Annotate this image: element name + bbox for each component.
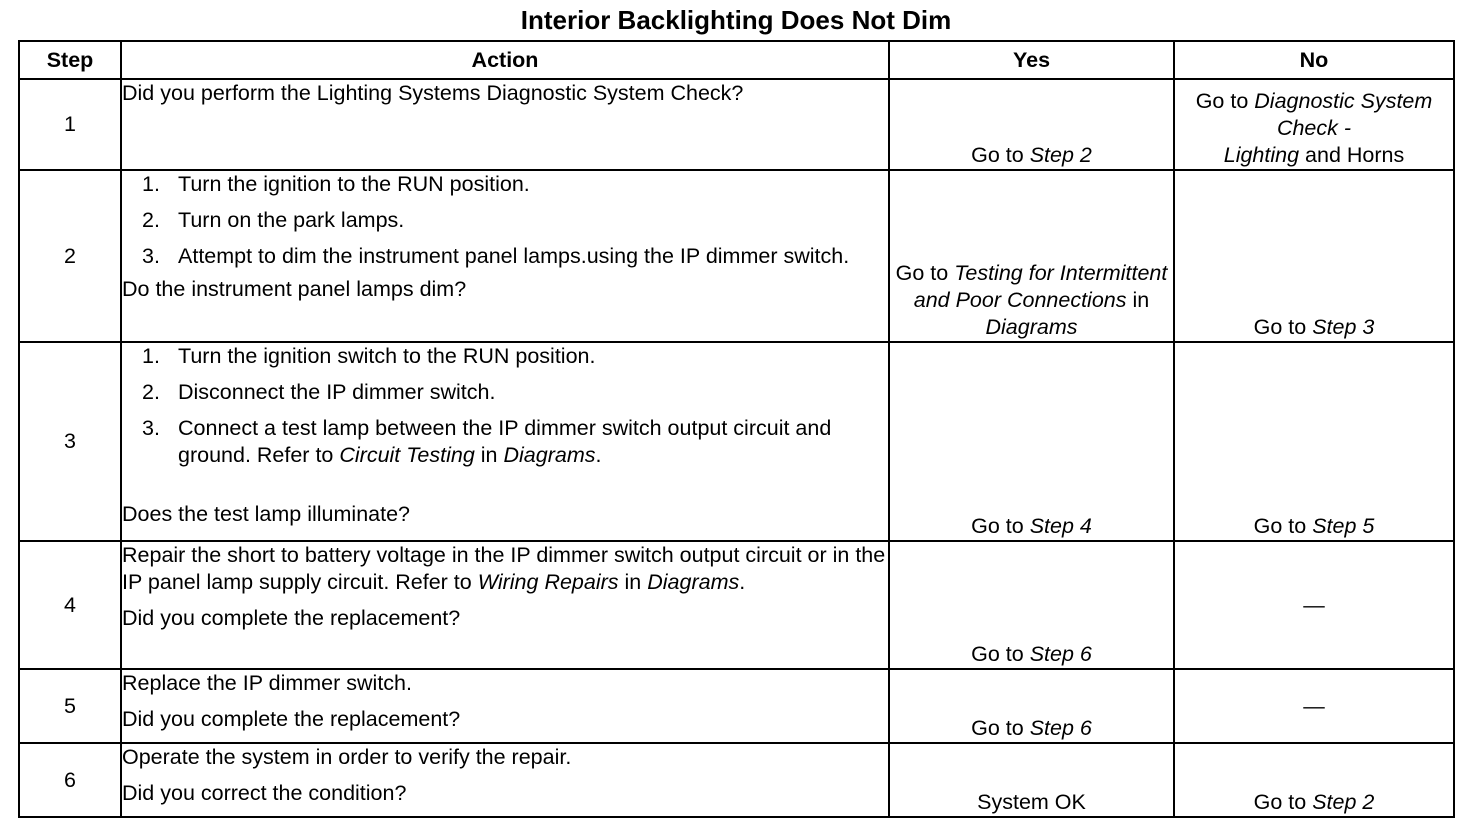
no-cell: Go to Diagnostic System Check - Lighting… xyxy=(1173,78,1455,171)
action-text: Repair the short to battery voltage in t… xyxy=(122,542,888,596)
instruction-item: 1. Turn the ignition to the RUN position. xyxy=(122,171,888,198)
action-cell: Repair the short to battery voltage in t… xyxy=(120,540,890,670)
instruction-number: 2. xyxy=(142,380,160,404)
no-link[interactable]: Step 5 xyxy=(1312,514,1375,538)
action-question: Did you complete the replacement? xyxy=(122,707,461,731)
yes-cell: Go to Step 6 xyxy=(888,668,1175,744)
action-cell: 1. Turn the ignition switch to the RUN po… xyxy=(120,341,890,542)
no-cell: Go to Step 2 xyxy=(1173,742,1455,818)
action-question: Does the test lamp illuminate? xyxy=(122,502,411,526)
instruction-text: Turn on the park lamps. xyxy=(178,208,405,232)
action-text: Operate the system in order to verify th… xyxy=(122,745,572,769)
step-number: 6 xyxy=(18,742,122,818)
instruction-number: 1. xyxy=(142,172,160,196)
step-number: 3 xyxy=(18,341,122,542)
header-yes: Yes xyxy=(888,40,1175,80)
action-cell: 1. Turn the ignition to the RUN position.… xyxy=(120,169,890,343)
instruction-number: 3. xyxy=(142,244,160,268)
diagnostic-table: Step Action Yes No 1 Did you perform the… xyxy=(18,40,1455,818)
instruction-item: 2. Turn on the park lamps. xyxy=(122,207,888,234)
no-prefix: Go to xyxy=(1253,514,1307,538)
no-cell: Go to Step 5 xyxy=(1173,341,1455,542)
table-row-step-4: 4 Repair the short to battery voltage in… xyxy=(18,540,1455,670)
no-cell: Go to Step 3 xyxy=(1173,169,1455,343)
action-cell: Operate the system in order to verify th… xyxy=(120,742,890,818)
instruction-item: 3. Attempt to dim the instrument panel la… xyxy=(122,243,888,270)
yes-prefix: Go to xyxy=(895,261,949,285)
yes-prefix: Go to xyxy=(971,143,1024,167)
step-number: 1 xyxy=(18,78,122,171)
table-row-step-6: 6 Operate the system in order to verify … xyxy=(18,742,1455,818)
no-cell-empty: — xyxy=(1173,668,1455,744)
instruction-text: Attempt to dim the instrument panel lamp… xyxy=(178,244,850,268)
yes-link[interactable]: Step 6 xyxy=(1029,642,1092,666)
instruction-text: Turn the ignition switch to the RUN posi… xyxy=(178,344,596,368)
no-link-2[interactable]: Lighting xyxy=(1223,143,1300,167)
step-number: 5 xyxy=(18,668,122,744)
no-link[interactable]: Step 2 xyxy=(1312,790,1375,814)
action-cell: Did you perform the Lighting Systems Dia… xyxy=(120,78,890,171)
yes-cell: Go to Step 4 xyxy=(888,341,1175,542)
instruction-item: 1. Turn the ignition switch to the RUN po… xyxy=(122,343,888,370)
yes-cell: System OK xyxy=(888,742,1175,818)
no-prefix: Go to xyxy=(1253,315,1307,339)
instruction-text: Disconnect the IP dimmer switch. xyxy=(178,380,496,404)
instruction-number: 2. xyxy=(142,208,160,232)
no-prefix: Go to xyxy=(1195,89,1249,113)
instruction-item: 2. Disconnect the IP dimmer switch. xyxy=(122,379,888,406)
step-number: 4 xyxy=(18,540,122,670)
yes-prefix: Go to xyxy=(971,642,1024,666)
yes-prefix: Go to xyxy=(971,716,1024,740)
yes-prefix: Go to xyxy=(971,514,1024,538)
action-question: Do the instrument panel lamps dim? xyxy=(122,277,467,301)
yes-cell: Go to Step 6 xyxy=(888,540,1175,670)
step-number: 2 xyxy=(18,169,122,343)
instruction-mid: in xyxy=(480,443,498,467)
action-question: Did you complete the replacement? xyxy=(122,606,461,630)
action-question: Did you correct the condition? xyxy=(122,781,407,805)
action-text: Replace the IP dimmer switch. xyxy=(122,671,412,695)
yes-link[interactable]: Step 4 xyxy=(1029,514,1092,538)
header-step: Step xyxy=(18,40,122,80)
action-end: . xyxy=(739,570,746,594)
yes-cell: Go to Testing for Intermittent and Poor … xyxy=(888,169,1175,343)
diagrams-link[interactable]: Diagrams xyxy=(503,443,596,467)
action-content: 1. Turn the ignition switch to the RUN po… xyxy=(122,343,888,528)
yes-link[interactable]: Step 6 xyxy=(1029,716,1092,740)
page-title: Interior Backlighting Does Not Dim xyxy=(520,5,952,35)
action-mid: in xyxy=(624,570,642,594)
yes-link-2[interactable]: Diagrams xyxy=(985,315,1078,339)
no-link[interactable]: Diagnostic System Check - xyxy=(1254,89,1433,140)
yes-link[interactable]: Step 2 xyxy=(1029,143,1092,167)
wiring-repairs-link[interactable]: Wiring Repairs xyxy=(477,570,619,594)
header-row: Step Action Yes No xyxy=(18,40,1455,80)
instruction-number: 1. xyxy=(142,344,160,368)
no-prefix: Go to xyxy=(1253,790,1307,814)
yes-link[interactable]: Testing for Intermittent and Poor Connec… xyxy=(913,261,1168,312)
table-row-step-1: 1 Did you perform the Lighting Systems D… xyxy=(18,78,1455,171)
action-cell: Replace the IP dimmer switch. Did you co… xyxy=(120,668,890,744)
diagrams-link[interactable]: Diagrams xyxy=(647,570,740,594)
header-no: No xyxy=(1173,40,1455,80)
instruction-number: 3. xyxy=(142,416,160,440)
no-cell-empty: — xyxy=(1173,540,1455,670)
instruction-text: Turn the ignition to the RUN position. xyxy=(178,172,530,196)
header-action: Action xyxy=(120,40,890,80)
instruction-list: 1. Turn the ignition to the RUN position.… xyxy=(122,171,888,270)
table-row-step-5: 5 Replace the IP dimmer switch. Did you … xyxy=(18,668,1455,744)
instruction-text: Connect a test lamp between the IP dimme… xyxy=(178,416,832,467)
instruction-list: 1. Turn the ignition switch to the RUN po… xyxy=(122,343,888,478)
table-row-step-3: 3 1. Turn the ignition switch to the RUN … xyxy=(18,341,1455,542)
circuit-testing-link[interactable]: Circuit Testing xyxy=(339,443,475,467)
yes-cell: Go to Step 2 xyxy=(888,78,1175,171)
no-link[interactable]: Step 3 xyxy=(1312,315,1375,339)
no-suffix: and Horns xyxy=(1305,143,1405,167)
instruction-end: . xyxy=(595,443,602,467)
action-question: Did you perform the Lighting Systems Dia… xyxy=(122,81,744,105)
table-row-step-2: 2 1. Turn the ignition to the RUN positio… xyxy=(18,169,1455,343)
yes-mid: in xyxy=(1132,288,1150,312)
instruction-item: 3. Connect a test lamp between the IP dim… xyxy=(122,415,888,469)
action-text-body: Repair the short to battery voltage in t… xyxy=(122,543,886,594)
